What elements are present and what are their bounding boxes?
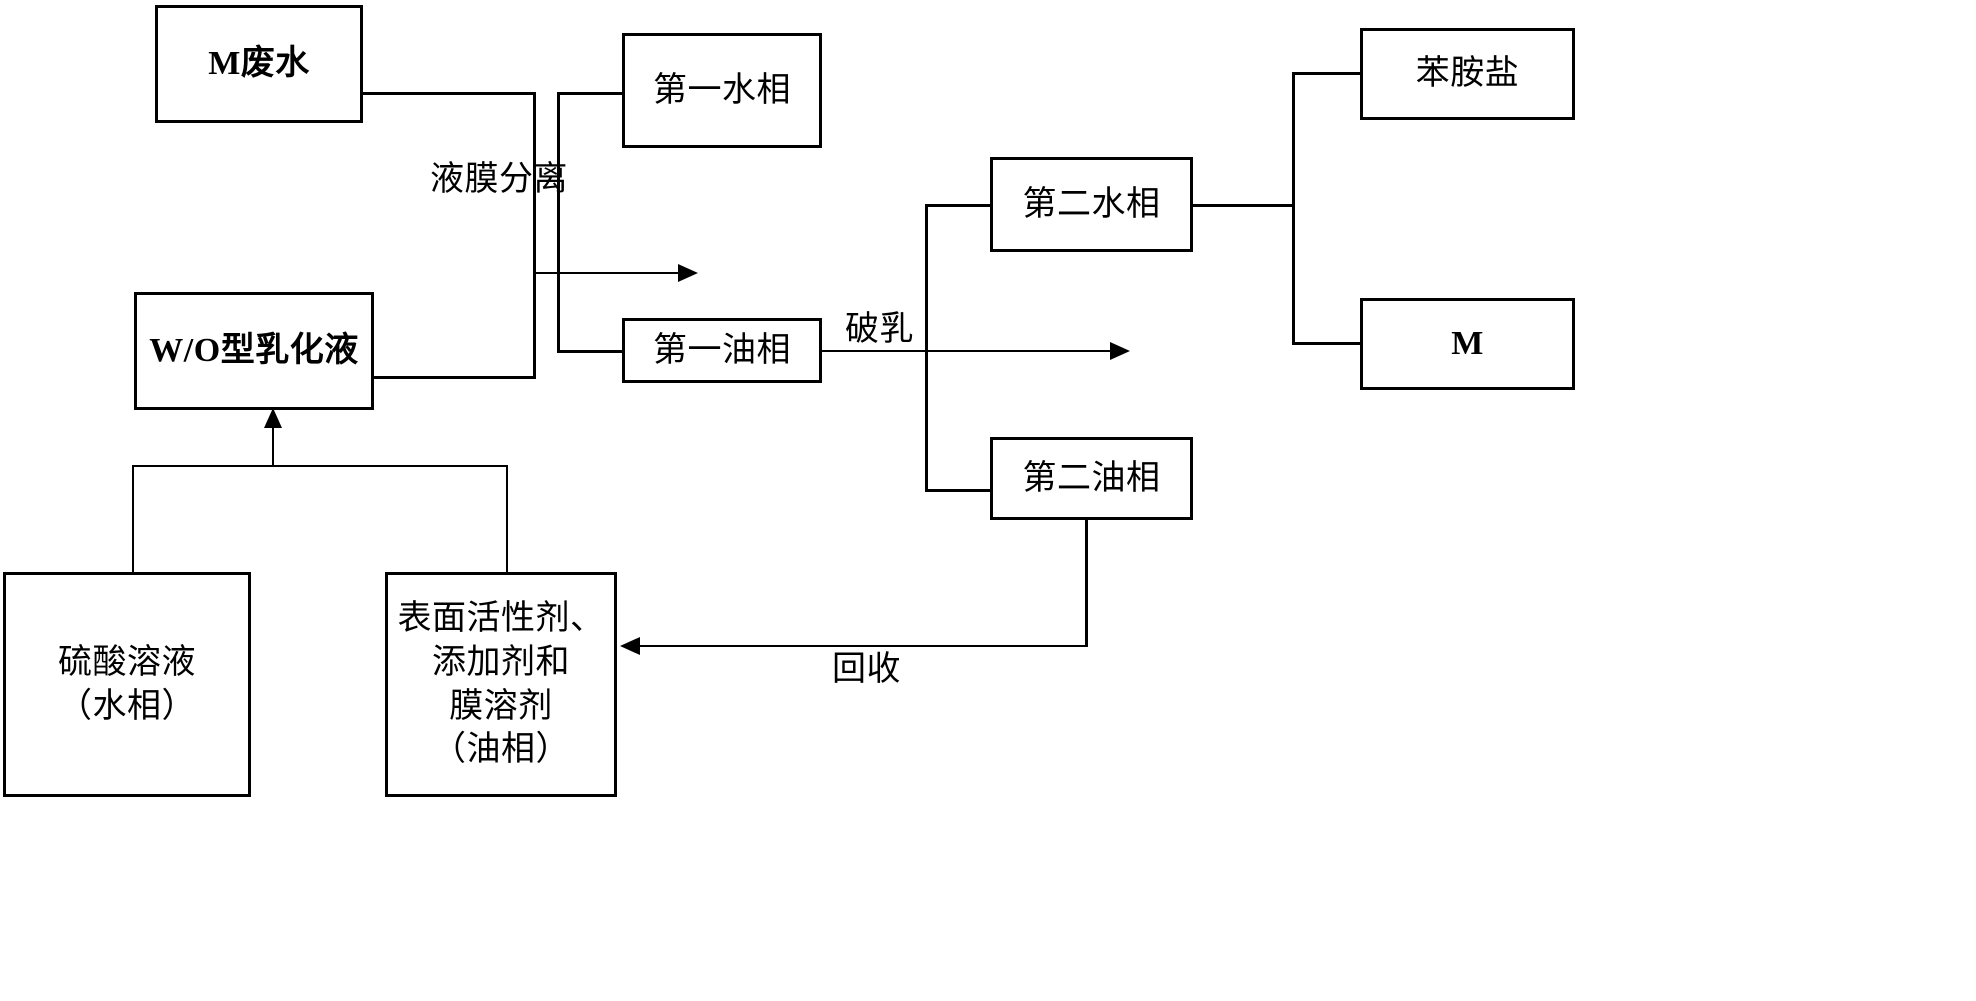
arrowhead-demulsification	[1110, 342, 1130, 360]
connector-merge-bar-left	[533, 92, 536, 379]
node-wo-emulsion: W/O型乳化液	[134, 292, 374, 410]
arrowhead-to-wo-emulsion	[264, 408, 282, 428]
node-second-oil: 第二油相	[990, 437, 1193, 520]
node-aniline-salt: 苯胺盐	[1360, 28, 1575, 120]
connector-to-first-aqueous	[557, 92, 625, 95]
connector-to-first-oil	[557, 350, 625, 353]
connector-split-bar-second	[925, 204, 928, 492]
connector-to-m-product	[1292, 342, 1363, 345]
connector-demulsification-line	[822, 350, 1114, 352]
connector-to-second-oil	[925, 489, 993, 492]
connector-surfactant-up	[506, 465, 508, 575]
edge-label-demulsification: 破乳	[845, 311, 914, 348]
connector-split-bar-products	[1292, 72, 1295, 344]
connector-sulfuric-up	[132, 465, 134, 575]
node-first-oil: 第一油相	[622, 318, 822, 383]
arrowhead-recycle	[620, 637, 640, 655]
connector-membrane-separation-line	[536, 272, 682, 274]
node-second-aqueous: 第二水相	[990, 157, 1193, 252]
edge-label-membrane-separation: 液膜分离	[430, 161, 568, 198]
connector-to-wo-emulsion	[272, 425, 274, 467]
edge-label-recycle: 回收	[832, 651, 901, 688]
connector-recycle-down	[1085, 520, 1088, 647]
node-surfactant-mix: 表面活性剂、 添加剂和 膜溶剂 （油相）	[385, 572, 617, 797]
node-first-aqueous: 第一水相	[622, 33, 822, 148]
connector-to-aniline-salt	[1292, 72, 1363, 75]
connector-m-wastewater-out	[363, 92, 536, 95]
connector-bottom-merge-bar	[132, 465, 508, 467]
connector-second-aqueous-out	[1193, 204, 1295, 207]
node-sulfuric-solution: 硫酸溶液 （水相）	[3, 572, 251, 797]
connector-split-bar-first	[557, 92, 560, 352]
arrowhead-membrane-separation	[678, 264, 698, 282]
connector-recycle-line	[640, 645, 1088, 647]
node-m-product: M	[1360, 298, 1575, 390]
connector-to-second-aqueous	[925, 204, 993, 207]
node-m-wastewater: M废水	[155, 5, 363, 123]
connector-wo-emulsion-out	[374, 376, 536, 379]
